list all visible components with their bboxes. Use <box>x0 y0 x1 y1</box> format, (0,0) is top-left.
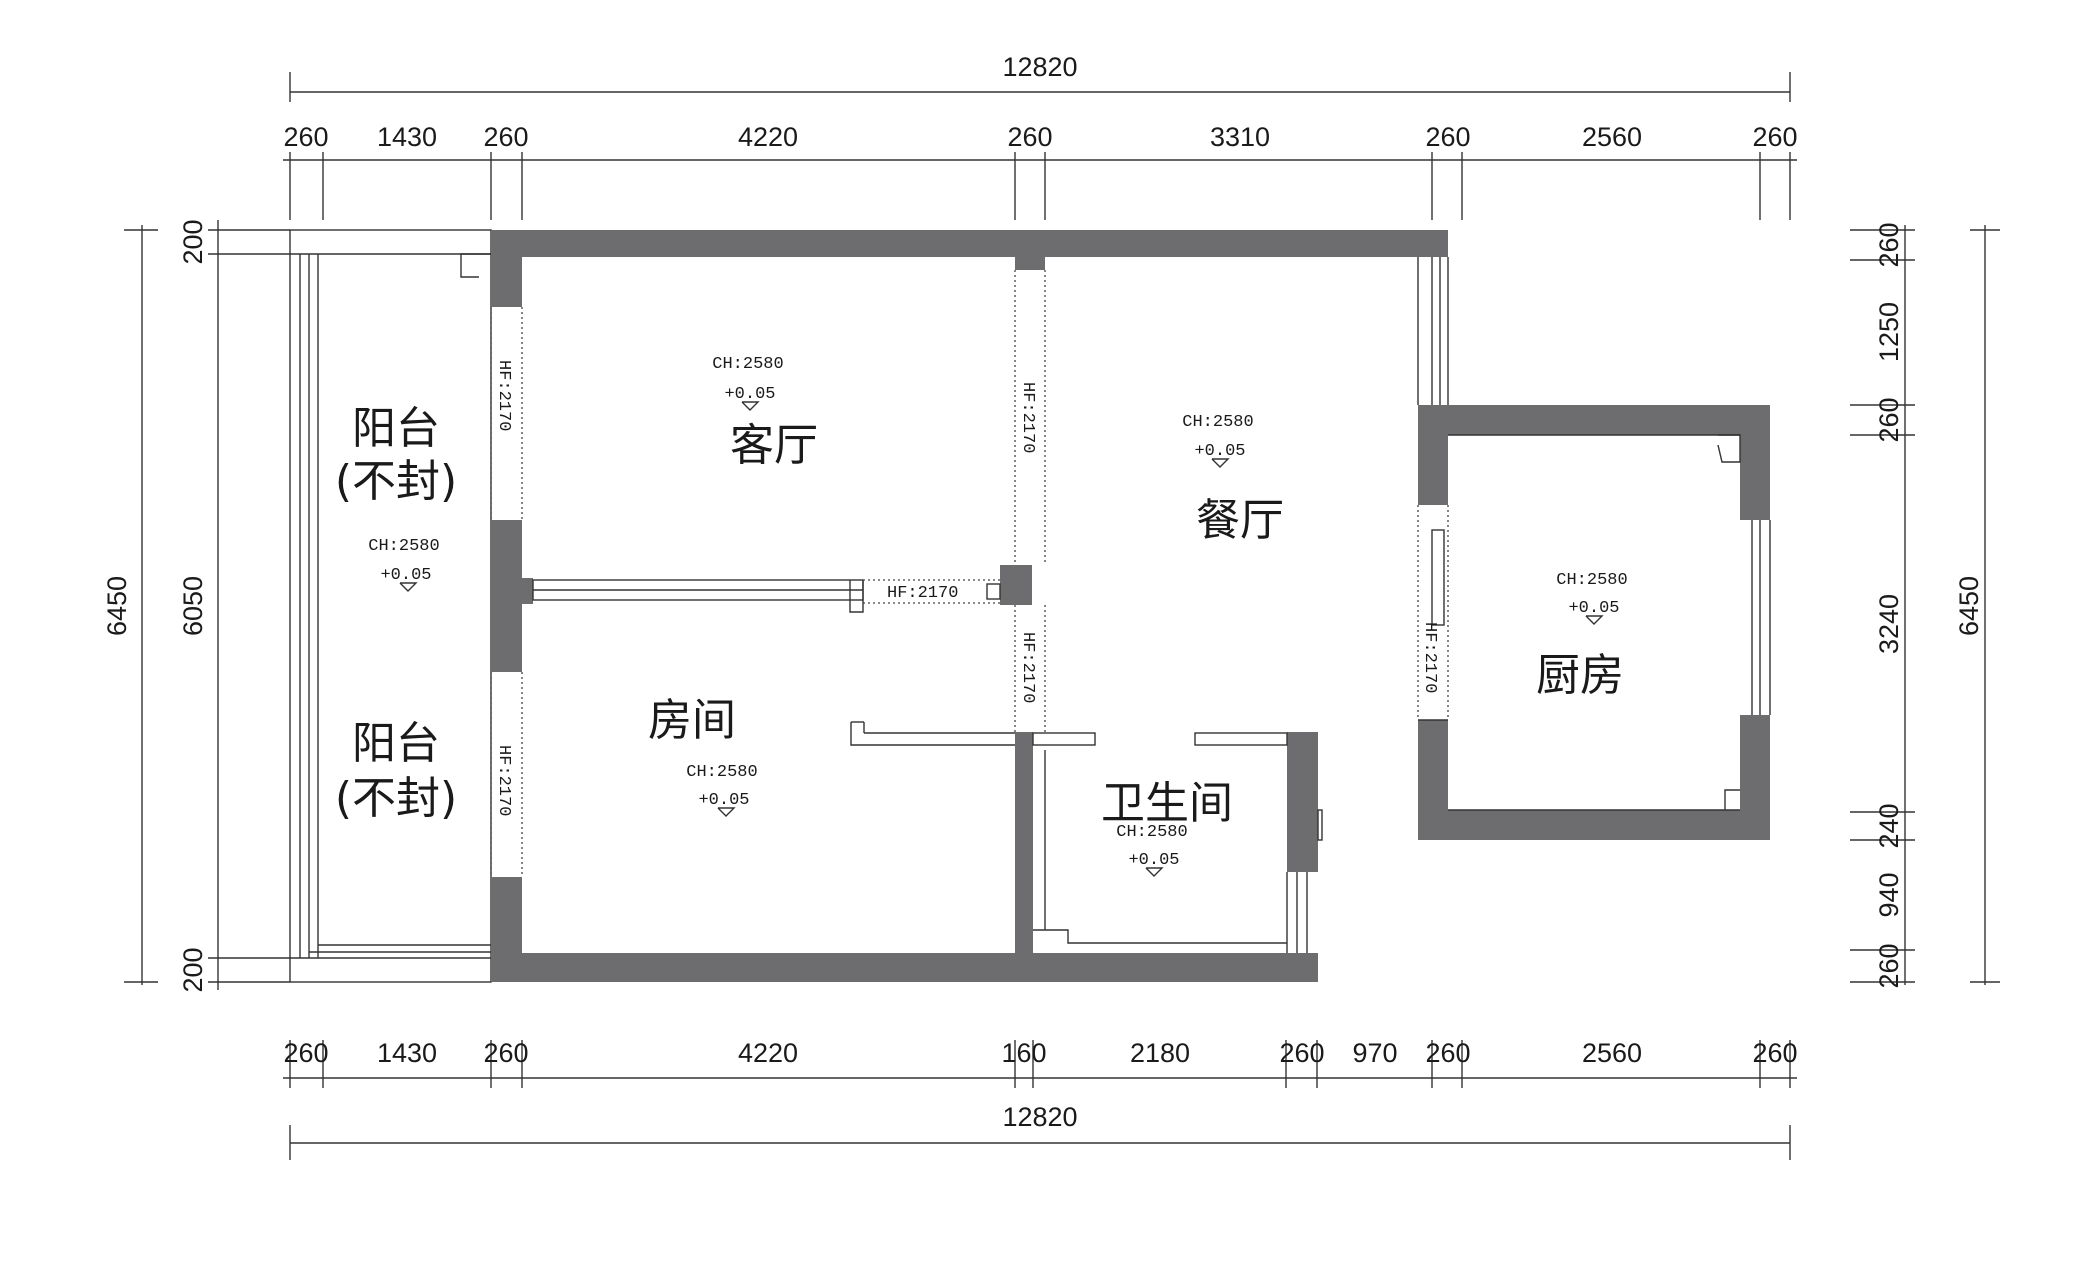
dim-bottom-segment: 1430 <box>377 1038 437 1068</box>
ceiling-height-bedroom: CH:2580 <box>686 763 757 782</box>
door-height-living-left: HF:2170 <box>494 360 513 431</box>
dim-right-segment: 260 <box>1874 222 1904 267</box>
floor-level-living: +0.05 <box>724 385 775 404</box>
room-name-bathroom: 卫生间 <box>1101 778 1233 829</box>
ceiling-height-living: CH:2580 <box>712 355 783 374</box>
dim-left-total: 6450 <box>102 576 132 636</box>
floor-level-bathroom: +0.05 <box>1128 851 1179 870</box>
room-note-balcony-top: (不封) <box>335 456 457 507</box>
dim-right-segment: 940 <box>1874 872 1904 917</box>
dim-top-segment: 260 <box>1752 122 1797 152</box>
room-labels: 阳台 (不封) 阳台 (不封) 客厅 餐厅 房间 卫生间 厨房 <box>335 403 1624 829</box>
ceiling-height-kitchen: CH:2580 <box>1556 571 1627 590</box>
dim-right-total: 6450 <box>1954 576 1984 636</box>
door-height-dining-bedroom: HF:2170 <box>1018 632 1037 703</box>
dim-top-segment: 3310 <box>1210 122 1270 152</box>
dim-top-segment: 1430 <box>377 122 437 152</box>
dim-right-segment: 1250 <box>1874 302 1904 362</box>
ceiling-height-bathroom: CH:2580 <box>1116 823 1187 842</box>
room-name-balcony-bottom: 阳台 <box>352 718 440 769</box>
dim-right-segment: 260 <box>1874 943 1904 988</box>
level-marks: CH:2580 +0.05 CH:2580 +0.05 CH:2580 +0.0… <box>368 355 1628 877</box>
dim-bottom-segment: 970 <box>1352 1038 1397 1068</box>
dim-bottom-segment: 2180 <box>1130 1038 1190 1068</box>
dim-top-segment: 260 <box>283 122 328 152</box>
plan-details <box>490 257 1771 953</box>
door-height-living-dining: HF:2170 <box>1018 382 1037 453</box>
room-name-balcony-top: 阳台 <box>352 403 440 454</box>
dim-top-total: 12820 <box>1002 52 1077 82</box>
room-name-bedroom: 房间 <box>648 695 736 746</box>
dim-left-top: 200 <box>178 219 208 264</box>
room-name-living: 客厅 <box>730 420 818 471</box>
room-note-balcony-bottom: (不封) <box>335 773 457 824</box>
dim-bottom-segment: 260 <box>1425 1038 1470 1068</box>
floor-level-dining: +0.05 <box>1194 442 1245 461</box>
floor-level-kitchen: +0.05 <box>1568 599 1619 618</box>
door-height-labels: HF:2170 HF:2170 HF:2170 HF:2170 HF:2170 … <box>494 360 1439 816</box>
dim-top-segment: 4220 <box>738 122 798 152</box>
dim-top-segment: 2560 <box>1582 122 1642 152</box>
dim-right-segment: 240 <box>1874 803 1904 848</box>
dim-right-segment: 260 <box>1874 397 1904 442</box>
dim-left-inner: 6050 <box>178 576 208 636</box>
ceiling-height-dining: CH:2580 <box>1182 413 1253 432</box>
balcony-outline <box>289 229 492 983</box>
floor-level-bedroom: +0.05 <box>698 791 749 810</box>
dim-top-segment: 260 <box>483 122 528 152</box>
room-name-dining: 餐厅 <box>1196 495 1284 546</box>
dim-bottom-segment: 260 <box>483 1038 528 1068</box>
door-height-partition: HF:2170 <box>887 584 958 603</box>
ceiling-height-balcony: CH:2580 <box>368 537 439 556</box>
dim-bottom-segment: 260 <box>283 1038 328 1068</box>
dim-bottom-segment: 260 <box>1279 1038 1324 1068</box>
walls <box>491 230 1770 982</box>
dim-bottom-total: 12820 <box>1002 1102 1077 1132</box>
dim-left-bottom: 200 <box>178 947 208 992</box>
dim-bottom-segment: 260 <box>1752 1038 1797 1068</box>
door-height-bedroom-left: HF:2170 <box>494 745 513 816</box>
floor-level-balcony: +0.05 <box>380 566 431 585</box>
dim-top-segment: 260 <box>1425 122 1470 152</box>
room-name-kitchen: 厨房 <box>1536 650 1624 701</box>
dimension-lines <box>124 72 2000 1160</box>
dim-right-segment: 3240 <box>1874 594 1904 654</box>
door-height-kitchen: HF:2170 <box>1420 622 1439 693</box>
dim-bottom-segment: 2560 <box>1582 1038 1642 1068</box>
dim-bottom-segment: 160 <box>1001 1038 1046 1068</box>
dim-bottom-segment: 4220 <box>738 1038 798 1068</box>
dim-top-segment: 260 <box>1007 122 1052 152</box>
